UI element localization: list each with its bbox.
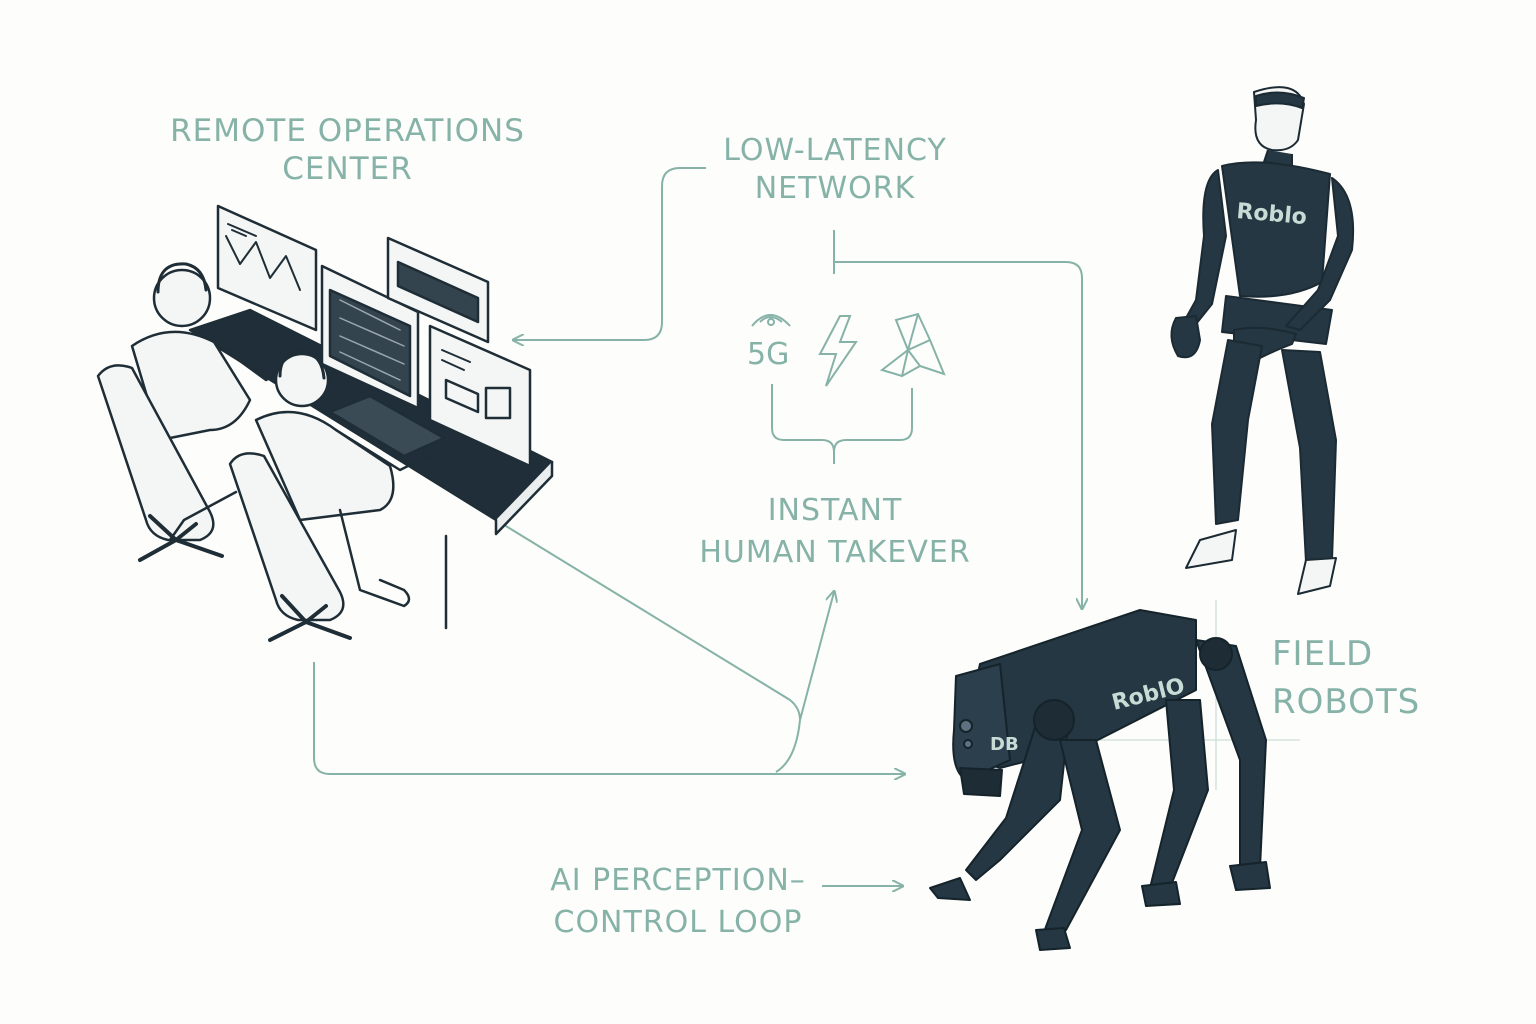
humanoid-arm-right	[1285, 177, 1355, 331]
chair-1	[96, 364, 238, 562]
arrow-center-to-robot	[313, 662, 904, 774]
chair-2	[228, 452, 352, 642]
label-field-line2: ROBOTS	[1272, 682, 1421, 722]
humanoid-leg-left	[1211, 339, 1263, 525]
operations-center-illustration	[96, 204, 554, 642]
fiveg-label: 5G	[747, 337, 789, 372]
label-takeover-line1: INSTANT	[767, 493, 903, 528]
humanoid-robot: Roblo	[1170, 86, 1355, 595]
operator-1	[130, 262, 302, 442]
label-low-latency-network: LOW-LATENCY NETWORK	[700, 132, 970, 208]
monitor-3	[386, 236, 490, 344]
humanoid-torso	[1221, 161, 1331, 298]
satellite-5g-icon: 5G	[747, 314, 791, 372]
label-network-line1: LOW-LATENCY	[723, 133, 947, 168]
monitor-1	[216, 204, 318, 332]
dog-tag-label: DB	[990, 734, 1019, 755]
humanoid-leg-right	[1281, 349, 1337, 563]
label-roc-line1: REMOTE OPERATIONS	[170, 113, 525, 149]
keyboard	[328, 394, 446, 458]
humanoid-brand-label: Roblo	[1235, 199, 1307, 230]
dog-leg-rear-right	[1149, 699, 1209, 889]
label-field-robots: FIELD ROBOTS	[1272, 630, 1432, 726]
connector-lines	[313, 167, 1300, 886]
monitor-4	[428, 324, 532, 468]
arrow-loop-branch	[775, 719, 801, 773]
arrow-network-to-robot	[833, 230, 1082, 608]
label-loop-line1: AI PERCEPTION–	[550, 863, 806, 898]
label-ai-perception-control-loop: AI PERCEPTION– CONTROL LOOP	[528, 860, 828, 944]
operator-2	[254, 350, 438, 608]
label-instant-human-takeover: INSTANT HUMAN TAKEVER	[680, 490, 990, 574]
mesh-network-icon	[879, 312, 946, 378]
humanoid-arm-left	[1185, 169, 1227, 325]
arrow-network-to-center	[514, 167, 706, 340]
arrow-to-takeover	[495, 519, 834, 721]
icon-bracket	[771, 384, 913, 464]
robot-dog: DB RoblO	[929, 609, 1271, 951]
label-loop-line2: CONTROL LOOP	[553, 905, 803, 940]
label-roc-line2: CENTER	[282, 151, 413, 187]
label-field-line1: FIELD	[1272, 634, 1374, 674]
label-network-line2: NETWORK	[754, 171, 916, 206]
dog-leg-rear-left	[1195, 639, 1267, 873]
lightning-icon	[818, 315, 858, 387]
label-takeover-line2: HUMAN TAKEVER	[699, 535, 971, 570]
label-remote-operations-center: REMOTE OPERATIONS CENTER	[150, 112, 545, 188]
dog-head	[952, 663, 1011, 781]
